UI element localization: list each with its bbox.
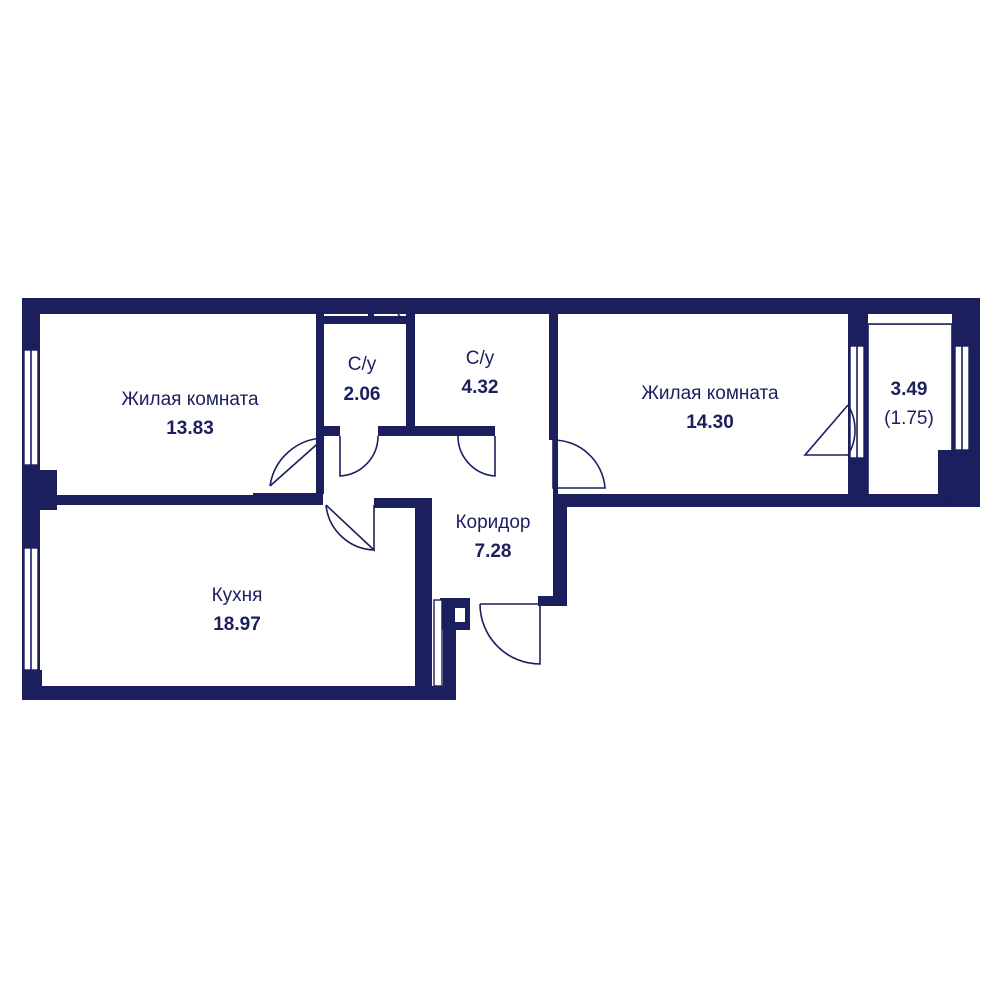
door-entrance[interactable] xyxy=(479,603,541,665)
door-balcony[interactable] xyxy=(803,404,856,456)
windows xyxy=(23,345,970,687)
top-wall xyxy=(22,298,980,314)
bath1-bottom-left xyxy=(316,426,340,436)
kitchen-right-wall xyxy=(415,500,432,700)
bath2-bottom-right xyxy=(549,426,558,440)
door-living1[interactable] xyxy=(269,437,325,487)
doors xyxy=(269,404,856,665)
shaft-mark xyxy=(397,313,407,325)
living1-kitchen-wall xyxy=(40,495,255,505)
living-room-2-area: 14.30 xyxy=(686,412,734,433)
room-labels: Жилая комната 13.83 С/у 2.06 С/у 4.32 Жи… xyxy=(121,348,933,635)
bathroom-2-name: С/у xyxy=(466,348,495,369)
balcony-sub-area: (1.75) xyxy=(884,408,934,429)
living1-right-wall xyxy=(316,426,324,494)
door-bath1[interactable] xyxy=(339,435,379,477)
living1-kitchen-wall-end xyxy=(253,493,323,505)
kitchen-top-wall xyxy=(374,498,432,508)
balcony-area: 3.49 xyxy=(891,379,928,400)
living-room-1-name: Жилая комната xyxy=(121,389,259,410)
shaft-bottom xyxy=(316,316,406,324)
bath1-left-wall xyxy=(316,314,324,430)
corridor-door-jamb xyxy=(538,596,567,606)
bathroom-1-area: 2.06 xyxy=(344,384,381,405)
shaft-divider xyxy=(368,314,374,324)
kitchen-area: 18.97 xyxy=(213,614,261,635)
door-living2[interactable] xyxy=(552,439,606,489)
bathroom-1-name: С/у xyxy=(348,354,377,375)
corridor-area: 7.28 xyxy=(475,541,512,562)
living-room-2-name: Жилая комната xyxy=(641,383,779,404)
kitchen-name: Кухня xyxy=(212,585,263,606)
kitchen-bottom-wall xyxy=(22,686,456,700)
bath1-right-wall xyxy=(406,314,415,436)
bathroom-2-area: 4.32 xyxy=(462,377,499,398)
corner-column xyxy=(22,670,42,700)
door-kitchen[interactable] xyxy=(325,504,375,552)
door-bath2[interactable] xyxy=(457,435,496,477)
living-room-1-area: 13.83 xyxy=(166,418,214,439)
balcony-top-void xyxy=(868,314,952,324)
living2-left-wall xyxy=(553,436,558,496)
balcony-corner-column xyxy=(938,450,980,507)
corridor-name: Коридор xyxy=(455,512,530,533)
shaft-panel xyxy=(433,599,443,687)
bath2-right-wall xyxy=(549,314,558,436)
bath-bottom-wall xyxy=(378,426,495,436)
interior-walls xyxy=(40,314,558,630)
corridor-right-wall xyxy=(553,494,567,606)
shaft-void xyxy=(455,608,465,622)
